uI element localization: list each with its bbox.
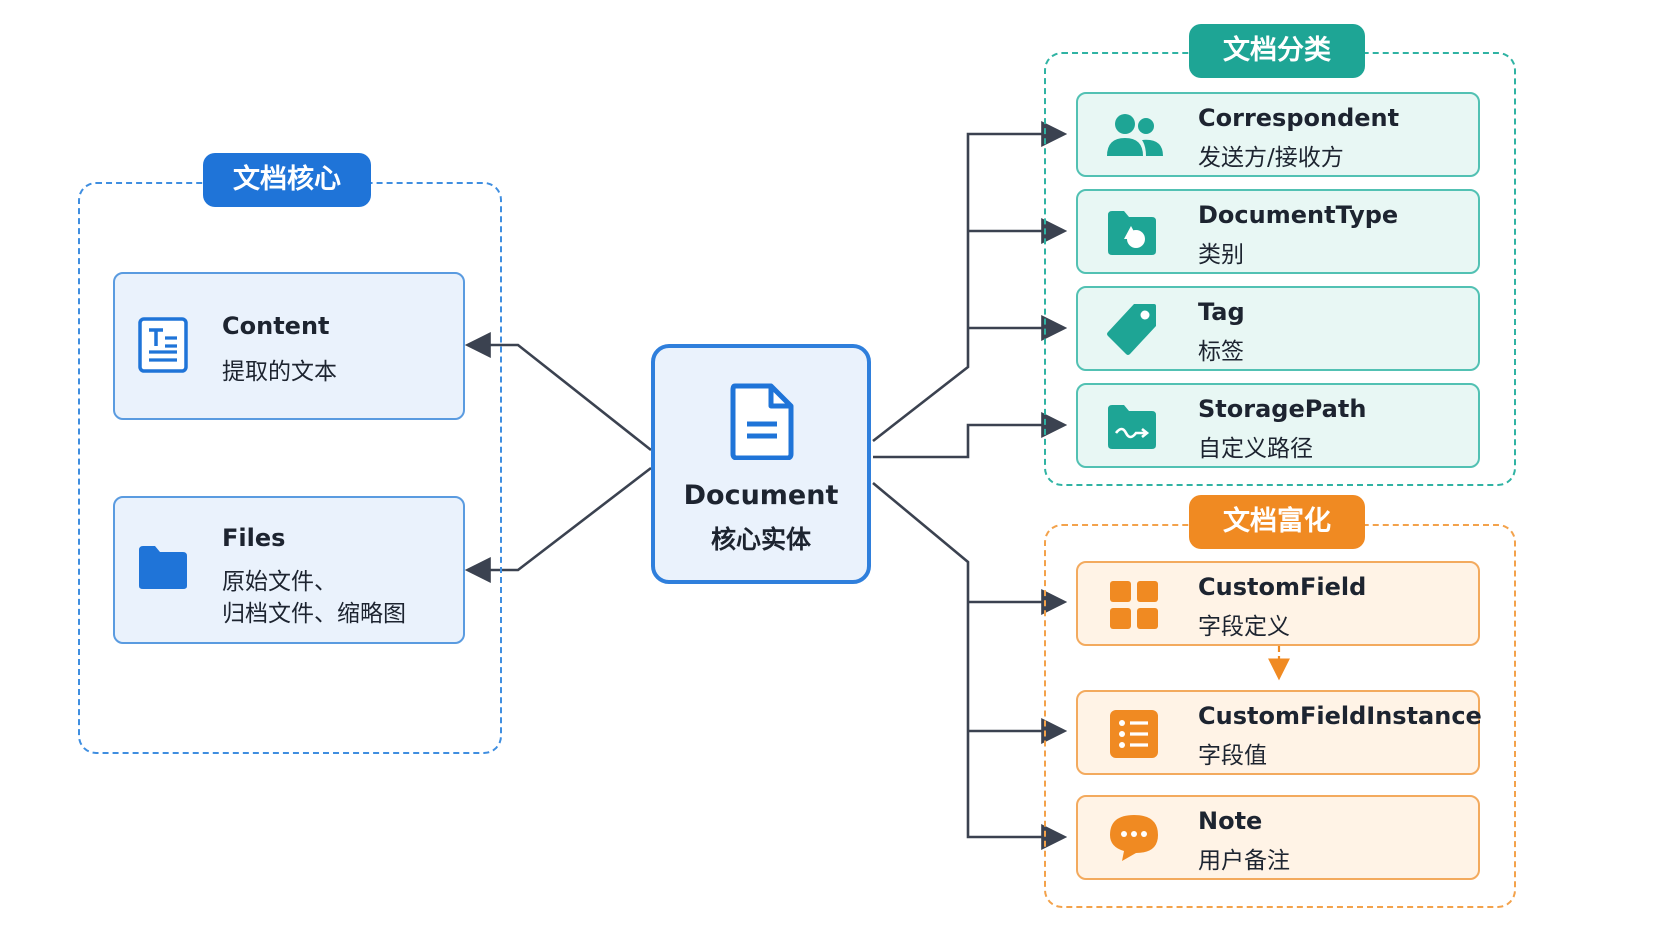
card-documenttype[interactable]: DocumentType 类别: [1076, 189, 1480, 274]
people-icon: [1107, 114, 1163, 156]
document-icon: [730, 383, 794, 460]
folder-icon: [139, 546, 187, 589]
card-desc: 自定义路径: [1198, 436, 1313, 462]
card-desc-line2: 归档文件、缩略图: [222, 601, 406, 627]
card-content[interactable]: Content 提取的文本: [113, 272, 465, 420]
card-desc: 标签: [1198, 339, 1244, 365]
card-title: StoragePath: [1198, 395, 1367, 423]
card-title: CustomFieldInstance: [1198, 702, 1482, 730]
path-folder-icon: [1108, 405, 1156, 449]
card-title: Content: [222, 312, 330, 340]
card-customfieldinstance[interactable]: CustomFieldInstance 字段值: [1076, 690, 1482, 775]
card-customfield[interactable]: CustomField 字段定义: [1076, 561, 1480, 646]
card-desc-line1: 原始文件、: [222, 569, 337, 595]
arrow-to-content: [464, 332, 652, 452]
arrow-to-files: [464, 466, 652, 583]
card-desc: 字段定义: [1198, 614, 1290, 640]
card-title: Correspondent: [1198, 104, 1400, 132]
group-classification-label: 文档分类: [1189, 24, 1365, 78]
arrow-to-classification: [872, 121, 1068, 443]
group-core: [78, 182, 502, 754]
card-desc: 类别: [1198, 242, 1244, 268]
list-icon: [1110, 710, 1158, 758]
card-correspondent[interactable]: Correspondent 发送方/接收方: [1076, 92, 1480, 177]
center-title: Document: [683, 480, 839, 511]
arrow-to-storagepath: [873, 412, 1068, 459]
arrow-to-enrichment: [872, 482, 1068, 850]
center-subtitle: 核心实体: [710, 525, 811, 554]
card-desc: 字段值: [1198, 743, 1267, 769]
card-title: Tag: [1198, 298, 1245, 326]
text-document-icon: [138, 317, 188, 373]
card-title: Note: [1198, 807, 1263, 835]
card-desc: 发送方/接收方: [1198, 145, 1344, 171]
card-note[interactable]: Note 用户备注: [1076, 795, 1480, 880]
card-title: DocumentType: [1198, 201, 1399, 229]
card-storagepath[interactable]: StoragePath 自定义路径: [1076, 383, 1480, 468]
tag-icon: [1107, 304, 1156, 355]
card-desc: 用户备注: [1198, 848, 1290, 874]
chat-bubble-icon: [1110, 815, 1158, 861]
card-files[interactable]: Files 原始文件、 归档文件、缩略图: [113, 496, 465, 644]
card-title: CustomField: [1198, 573, 1367, 601]
center-document-entity[interactable]: Document 核心实体: [651, 344, 871, 584]
folder-shapes-icon: [1108, 211, 1156, 255]
card-title: Files: [222, 524, 286, 552]
group-core-label: 文档核心: [203, 153, 371, 207]
group-enrichment-label: 文档富化: [1189, 495, 1365, 549]
grid-icon: [1110, 581, 1158, 629]
card-tag[interactable]: Tag 标签: [1076, 286, 1480, 371]
card-desc: 提取的文本: [222, 359, 337, 385]
